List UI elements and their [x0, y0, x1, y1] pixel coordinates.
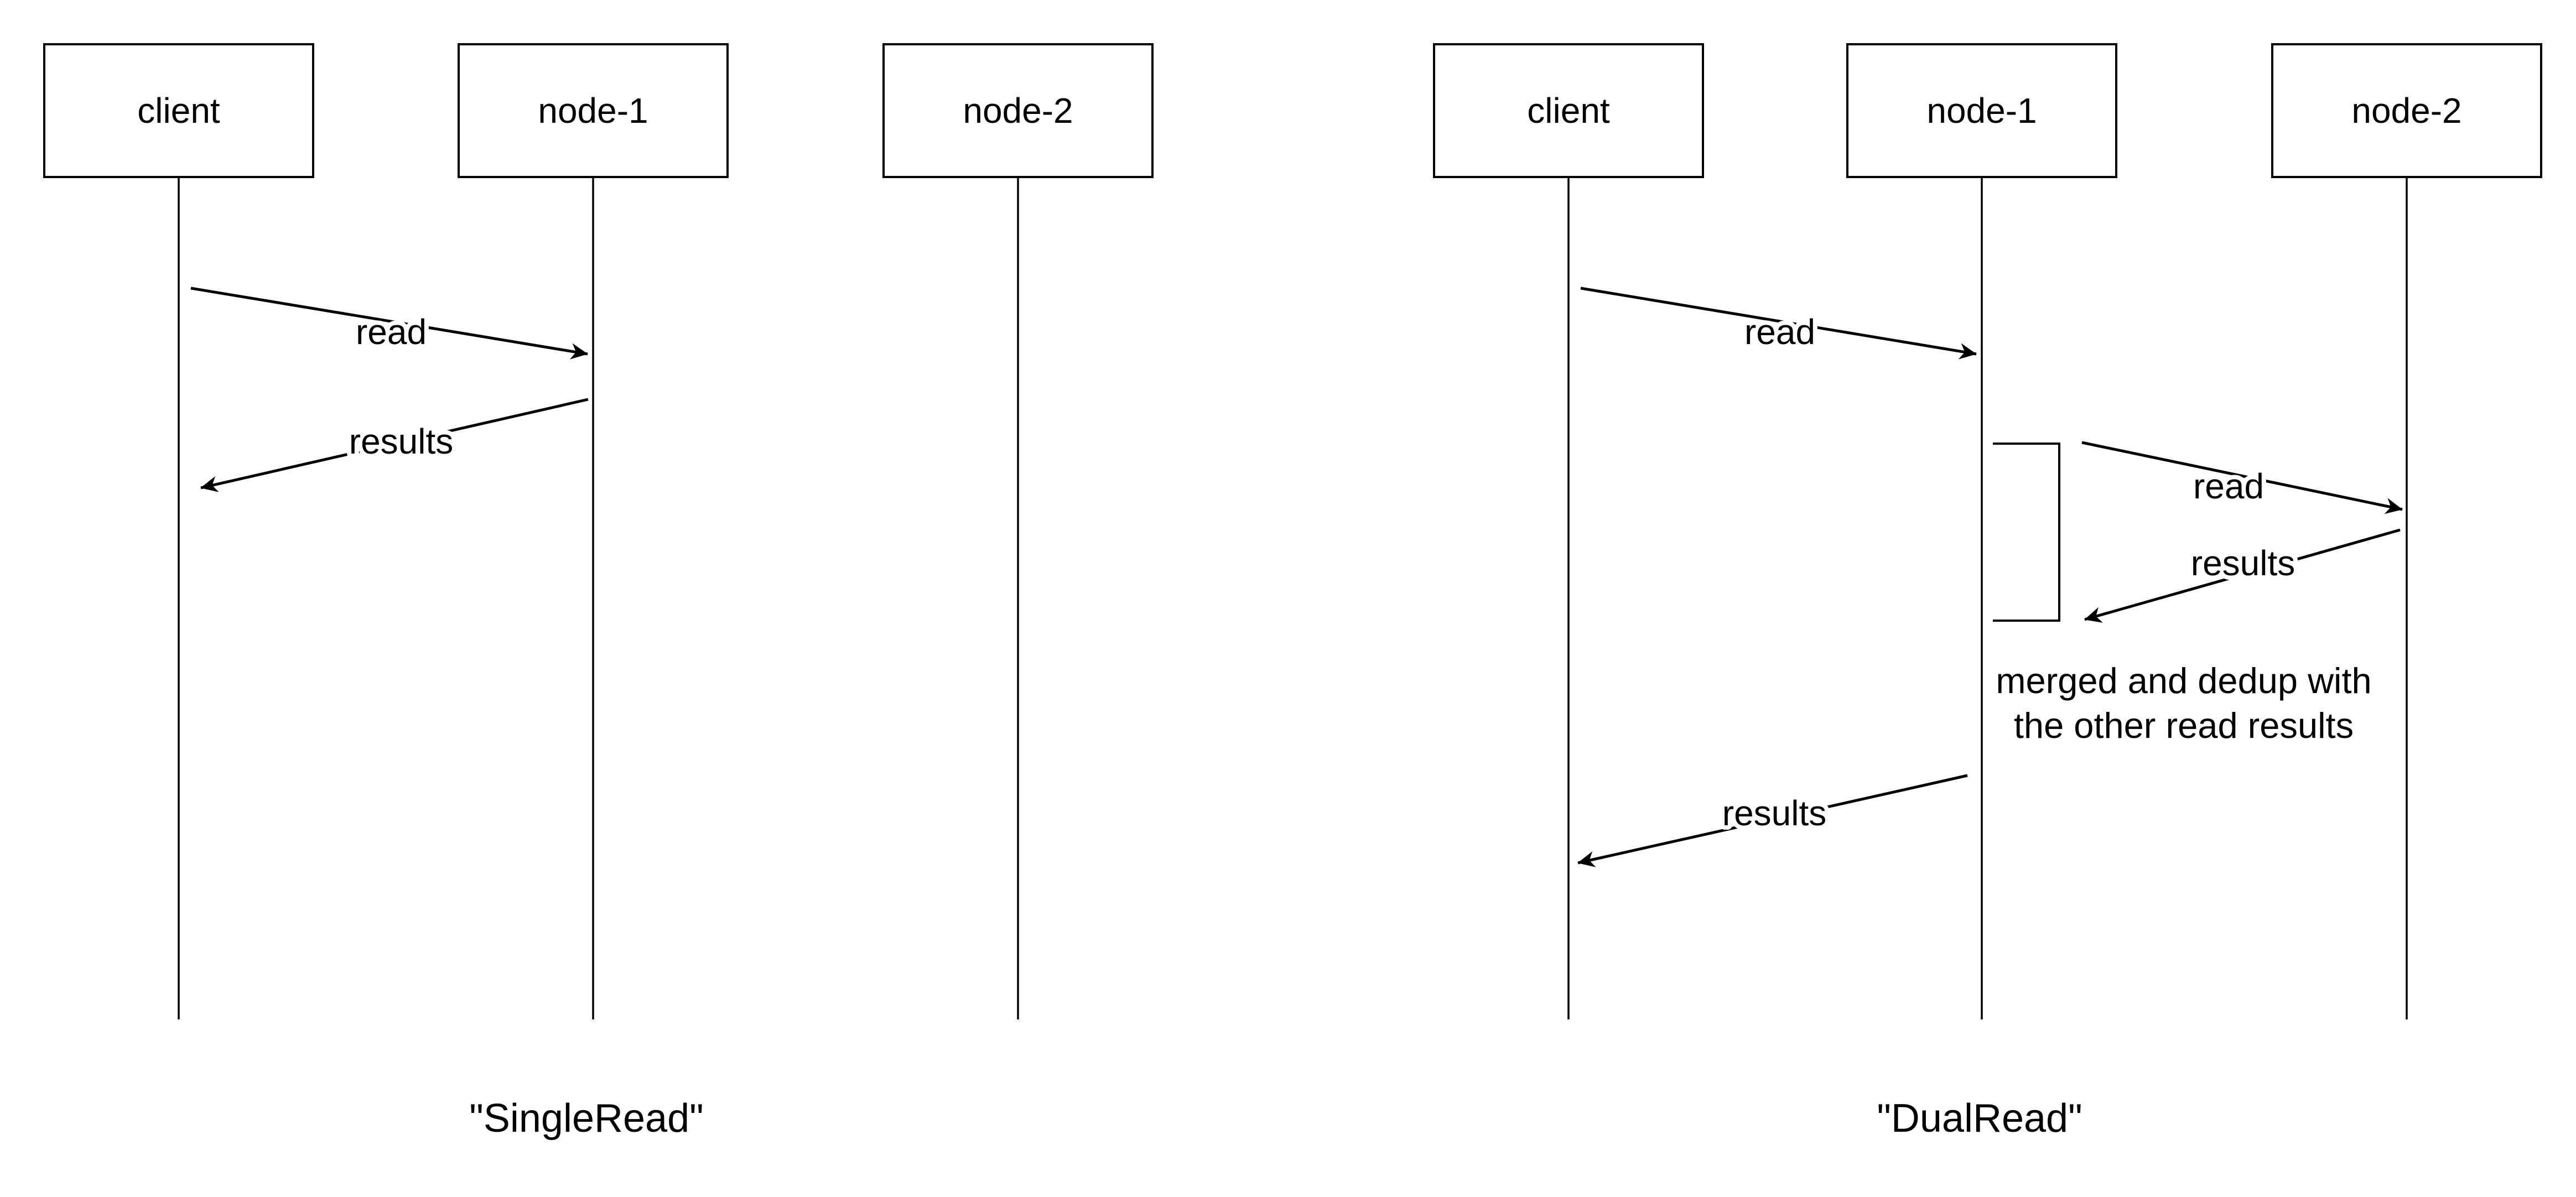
message-label-read: read — [356, 312, 427, 352]
activation-bracket-node-1 — [1993, 443, 2060, 622]
message-arrow-read-node1-node2 — [2081, 441, 2403, 514]
panel-caption-dualread: "DualRead" — [1877, 1096, 2082, 1141]
actor-label-node-1: node-1 — [538, 91, 648, 131]
actor-label-client: client — [1527, 91, 1610, 131]
message-label-results-node1-client: results — [1722, 793, 1827, 833]
actor-label-node-2: node-2 — [2351, 91, 2461, 131]
panel-singleread: client node-1 node-2 read results "Singl… — [43, 43, 1154, 1141]
message-arrow-read-client-node1 — [1580, 287, 1977, 360]
note-merged-dedup-line2: the other read results — [2014, 705, 2354, 746]
message-arrow-results — [200, 398, 589, 492]
actor-box-client — [43, 43, 314, 178]
message-arrow-read — [190, 287, 588, 360]
panel-dualread: client node-1 node-2 read read results m… — [1433, 43, 2542, 1141]
actor-label-node-2: node-2 — [963, 91, 1073, 131]
actor-box-node-1 — [458, 43, 729, 178]
message-label-read-node1-node2: read — [2193, 466, 2264, 506]
message-arrow-results-node1-client — [1577, 774, 1968, 867]
message-label-results: results — [349, 421, 454, 461]
message-label-results-node2-node1: results — [2191, 543, 2295, 583]
actor-label-client: client — [137, 91, 220, 131]
message-arrow-results-node2-node1 — [2084, 528, 2401, 623]
message-label-read-client-node1: read — [1744, 312, 1815, 352]
actor-box-client — [1433, 43, 1704, 178]
panel-caption-singleread: "SingleRead" — [469, 1096, 703, 1141]
actor-box-node-2 — [2271, 43, 2542, 178]
actor-box-node-2 — [882, 43, 1154, 178]
actor-box-node-1 — [1846, 43, 2117, 178]
actor-label-node-1: node-1 — [1926, 91, 2037, 131]
note-merged-dedup-line1: merged and dedup with — [1996, 660, 2371, 701]
